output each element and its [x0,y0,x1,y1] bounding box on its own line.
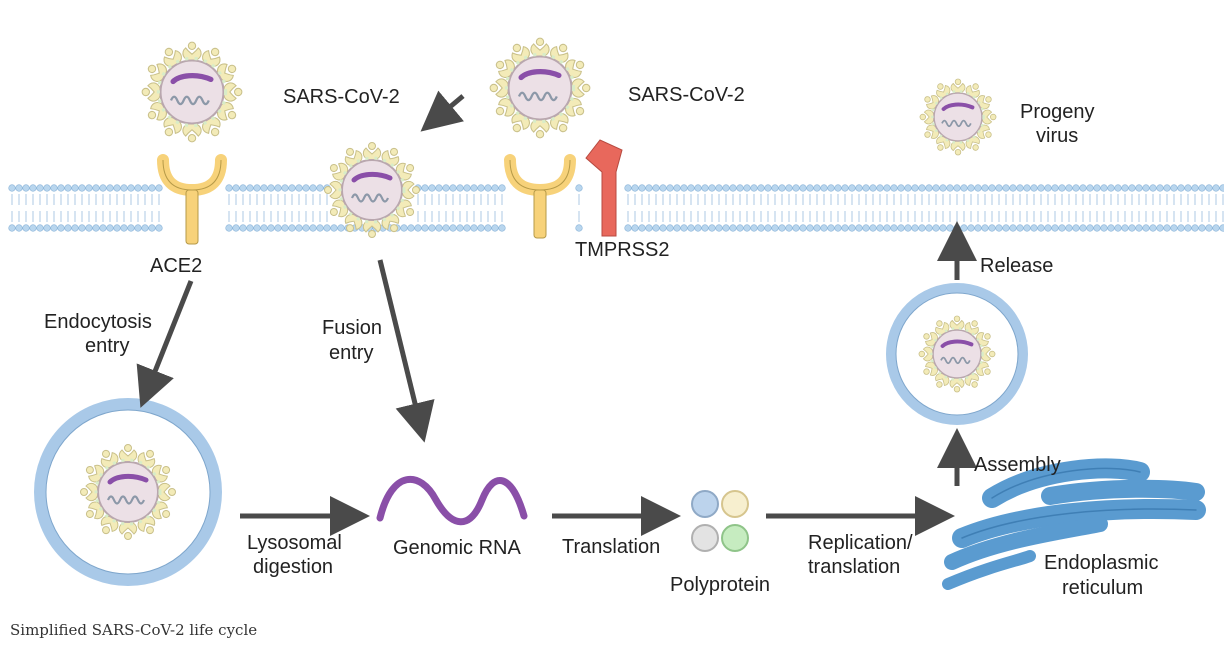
virion-left [142,42,242,142]
genomic-rna-label: Genomic RNA [393,537,521,559]
polyprotein-icon [691,490,749,552]
progeny-virion [920,79,996,155]
translation-label: Translation [562,536,660,558]
fusion-label-line2: entry [329,342,373,364]
lysosomal-label-line1: Lysosomal [247,532,342,554]
progeny-label-line1: Progeny [1020,101,1095,123]
endocytosis-label-line1: Endocytosis [44,311,152,333]
genomic-rna-strand [376,475,528,526]
endocytosis-label-line2: entry [85,335,129,357]
polyprotein-label: Polyprotein [670,574,770,596]
endosome-vesicle [34,398,222,586]
endoplasmic-reticulum [942,458,1206,590]
fusion-label-line1: Fusion [322,317,382,339]
ace2-receptor-right [504,154,576,239]
figure-caption: Simplified SARS-CoV-2 life cycle [10,621,258,639]
arrow-virus-to-fusion [420,90,465,132]
assembly-label: Assembly [974,454,1061,476]
assembly-vesicle [886,283,1028,425]
replication-label-line1: Replication/ [808,532,913,554]
ace2-receptor-left [157,154,227,245]
sars-cov-2-label-left: SARS-CoV-2 [283,86,400,108]
er-label-line1: Endoplasmic [1044,552,1159,574]
virion-top [490,38,590,138]
release-label: Release [980,255,1053,277]
lysosomal-label-line2: digestion [253,556,333,578]
ace2-label: ACE2 [150,255,202,277]
sars-cov-2-label-right: SARS-CoV-2 [628,84,745,106]
replication-label-line2: translation [808,556,900,578]
tmprss2-label: TMPRSS2 [575,239,669,261]
er-label-line2: reticulum [1062,577,1143,599]
tmprss2-protease [585,139,623,237]
virion-fusing [325,143,420,238]
cell-membrane [8,184,1224,232]
arrow-endocytosis [136,280,194,408]
arrow-fusion-entry [377,259,435,443]
progeny-label-line2: virus [1036,125,1078,147]
